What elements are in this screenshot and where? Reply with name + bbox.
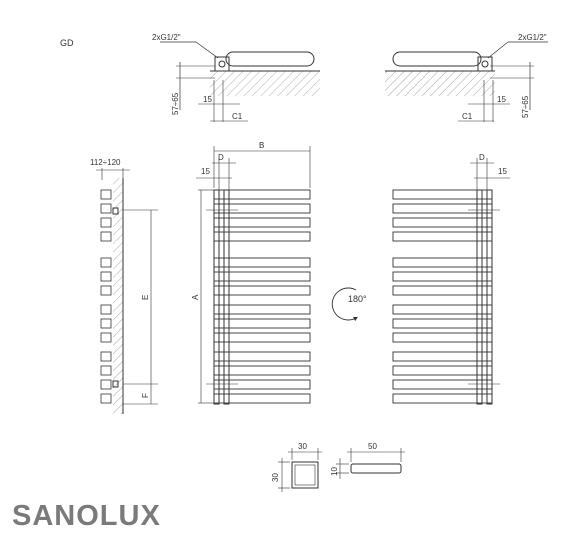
connection-label-top-left: 2xG1/2" xyxy=(152,33,181,42)
top-right-detail: 2xG1/2" 57÷65 15 C1 xyxy=(385,33,548,122)
b-label: B xyxy=(259,141,264,150)
wall-hatch-top-left xyxy=(210,71,320,96)
height-dim-top-right: 57÷65 xyxy=(521,95,530,118)
c1-label-top-right: C1 xyxy=(462,112,473,121)
brand-logo: SANOLUX xyxy=(12,500,161,532)
flat-height: 10 xyxy=(330,467,339,476)
d-label-front: D xyxy=(218,153,224,162)
wall-hatch-top-right xyxy=(385,71,495,96)
connection-label-top-right: 2xG1/2" xyxy=(518,33,547,42)
d-label-rear: D xyxy=(479,153,485,162)
a-label: A xyxy=(191,294,200,300)
offset-dim-rear: 15 xyxy=(498,167,507,176)
wall-hatch-side xyxy=(113,178,123,414)
side-view: 112÷120 E F xyxy=(90,158,158,414)
model-label: GD xyxy=(60,38,74,48)
rear-view: D 15 xyxy=(392,153,510,405)
profile-square: 30 30 xyxy=(271,442,322,492)
offset-dim-front: 15 xyxy=(201,167,210,176)
wall-dim-side: 112÷120 xyxy=(90,158,121,167)
c1-label-top-left: C1 xyxy=(232,112,243,121)
top-left-detail: 2xG1/2" 57÷65 15 C1 xyxy=(152,33,320,122)
offset-dim-top-right: 15 xyxy=(497,95,506,104)
rotation-symbol: 180° xyxy=(331,287,367,322)
front-view: B D 15 A xyxy=(191,141,311,405)
profile-flat: 50 10 xyxy=(330,442,405,479)
offset-dim-top-left: 15 xyxy=(203,95,212,104)
e-label: E xyxy=(141,295,150,300)
rotation-label: 180° xyxy=(348,294,367,304)
square-height: 30 xyxy=(271,473,280,482)
square-width: 30 xyxy=(298,442,307,451)
flat-width: 50 xyxy=(368,442,377,451)
f-label: F xyxy=(141,393,150,398)
height-dim-top-left: 57÷65 xyxy=(171,92,180,115)
